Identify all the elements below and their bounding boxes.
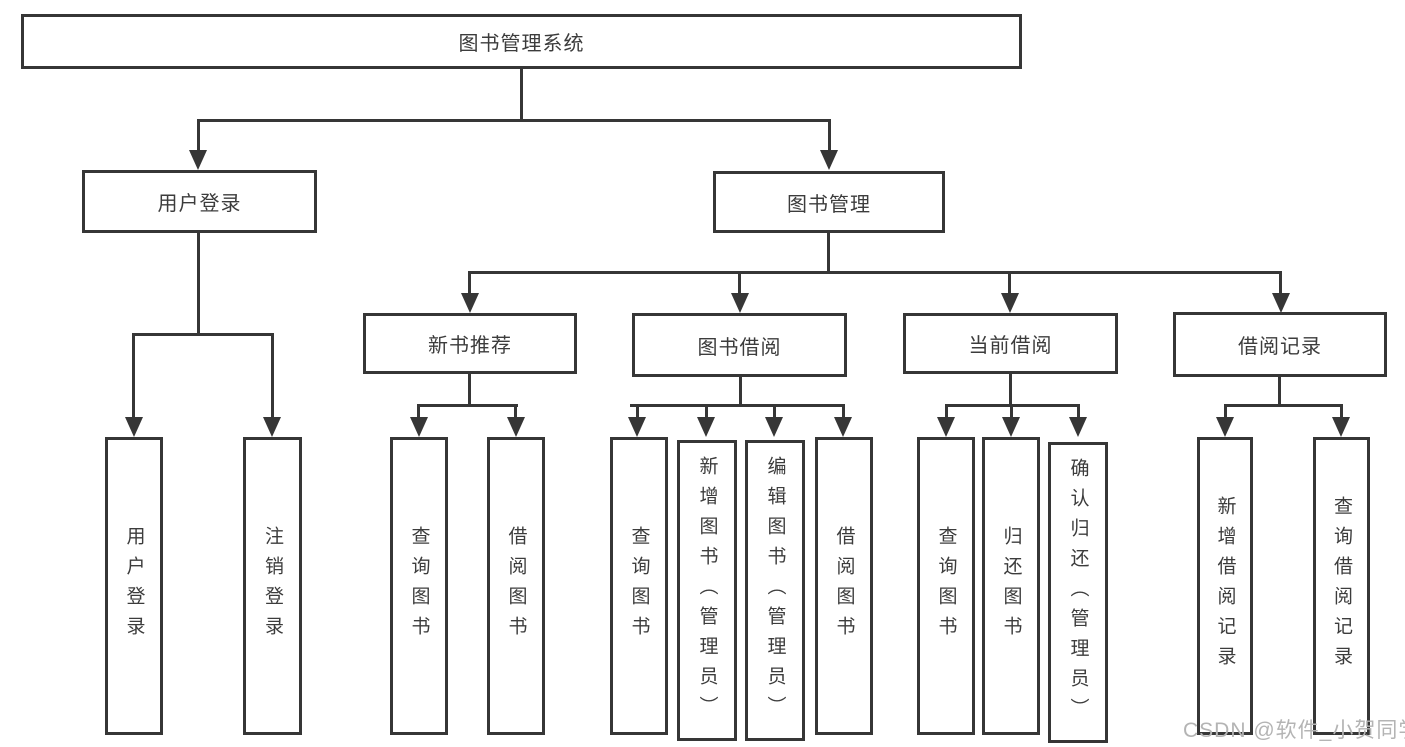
- connector-vline: [468, 374, 471, 407]
- watermark: CSDN @软件_小贺同学: [1183, 719, 1405, 742]
- node-label: 借阅图书: [505, 526, 527, 646]
- connector-hline: [630, 404, 845, 407]
- connector-vline: [705, 404, 708, 419]
- arrow-down-icon: [1332, 417, 1350, 437]
- node-label: 查询图书: [935, 526, 957, 646]
- leaf-query-books: 查询图书: [610, 437, 668, 735]
- node-label: 归还图书: [1000, 526, 1022, 646]
- arrow-down-icon: [731, 293, 749, 313]
- arrow-down-icon: [937, 417, 955, 437]
- connector-vline: [1077, 404, 1080, 419]
- leaf-return-book: 归还图书: [982, 437, 1040, 735]
- node-label: 查询图书: [628, 526, 650, 646]
- arrow-down-icon: [1272, 293, 1290, 313]
- connector-vline: [842, 404, 845, 419]
- connector-vline: [1340, 404, 1343, 419]
- connector-hline: [133, 333, 274, 336]
- arrow-down-icon: [410, 417, 428, 437]
- connector-vline: [1224, 404, 1227, 419]
- node-book-borrow: 图书借阅: [632, 313, 847, 377]
- node-label: 新增借阅记录: [1214, 496, 1236, 676]
- node-root: 图书管理系统: [21, 14, 1022, 69]
- leaf-borrow-books: 借阅图书: [487, 437, 545, 735]
- leaf-confirm-return-admin: 确认归还（管理员）: [1048, 442, 1108, 743]
- node-user-login: 用户登录: [82, 170, 317, 233]
- connector-vline: [132, 333, 135, 419]
- node-label: 新增图书（管理员）: [696, 455, 718, 726]
- connector-vline: [1278, 377, 1281, 407]
- node-label: 编辑图书（管理员）: [764, 455, 786, 726]
- arrow-down-icon: [820, 150, 838, 170]
- arrow-down-icon: [1216, 417, 1234, 437]
- leaf-add-book-admin: 新增图书（管理员）: [677, 440, 737, 741]
- connector-vline: [514, 404, 517, 419]
- leaf-user-login: 用户登录: [105, 437, 163, 735]
- arrow-down-icon: [834, 417, 852, 437]
- connector-vline: [827, 233, 830, 274]
- connector-hline: [1224, 404, 1343, 407]
- connector-vline: [197, 233, 200, 335]
- connector-vline: [945, 404, 948, 419]
- connector-vline: [1009, 374, 1012, 407]
- leaf-query-borrow-record: 查询借阅记录: [1313, 437, 1370, 735]
- node-label: 查询借阅记录: [1331, 496, 1352, 676]
- connector-vline: [520, 69, 523, 121]
- connector-vline: [828, 119, 831, 152]
- arrow-down-icon: [1069, 417, 1087, 437]
- node-label: 图书管理系统: [458, 33, 585, 55]
- node-current-borrow: 当前借阅: [903, 313, 1118, 374]
- connector-vline: [739, 377, 742, 407]
- arrow-down-icon: [765, 417, 783, 437]
- connector-vline: [636, 404, 639, 419]
- node-label: 当前借阅: [968, 335, 1053, 357]
- connector-vline: [1010, 404, 1013, 419]
- connector-vline: [197, 119, 200, 152]
- connector-vline: [1279, 271, 1282, 295]
- connector-vline: [271, 333, 274, 419]
- node-label: 查询图书: [408, 526, 430, 646]
- connector-vline: [417, 404, 420, 419]
- arrow-down-icon: [461, 293, 479, 313]
- node-label: 注销登录: [262, 526, 283, 646]
- node-book-mgmt: 图书管理: [713, 171, 945, 233]
- leaf-edit-book-admin: 编辑图书（管理员）: [745, 440, 805, 741]
- node-new-book-recommend: 新书推荐: [363, 313, 577, 374]
- leaf-borrow-books: 借阅图书: [815, 437, 873, 735]
- arrow-down-icon: [1001, 293, 1019, 313]
- node-label: 图书借阅: [697, 336, 782, 359]
- connector-vline: [468, 271, 471, 295]
- arrow-down-icon: [1002, 417, 1020, 437]
- node-label: 借阅记录: [1238, 336, 1322, 358]
- arrow-down-icon: [697, 417, 715, 437]
- arrow-down-icon: [189, 150, 207, 170]
- connector-hline: [418, 404, 518, 407]
- node-label: 用户登录: [157, 193, 242, 215]
- node-borrow-records: 借阅记录: [1173, 312, 1387, 377]
- connector-vline: [1008, 271, 1011, 295]
- connector-hline: [469, 271, 1282, 274]
- node-label: 确认归还（管理员）: [1067, 457, 1089, 728]
- arrow-down-icon: [263, 417, 281, 437]
- connector-hline: [197, 119, 831, 122]
- arrow-down-icon: [628, 417, 646, 437]
- leaf-query-books: 查询图书: [390, 437, 448, 735]
- node-label: 用户登录: [123, 526, 145, 646]
- node-label: 新书推荐: [428, 335, 512, 357]
- arrow-down-icon: [125, 417, 143, 437]
- connector-vline: [773, 404, 776, 419]
- node-label: 图书管理: [787, 193, 871, 216]
- arrow-down-icon: [507, 417, 525, 437]
- node-label: 借阅图书: [833, 526, 855, 646]
- leaf-logout: 注销登录: [243, 437, 302, 735]
- connector-vline: [738, 271, 741, 295]
- leaf-add-borrow-record: 新增借阅记录: [1197, 437, 1253, 735]
- leaf-query-books: 查询图书: [917, 437, 975, 735]
